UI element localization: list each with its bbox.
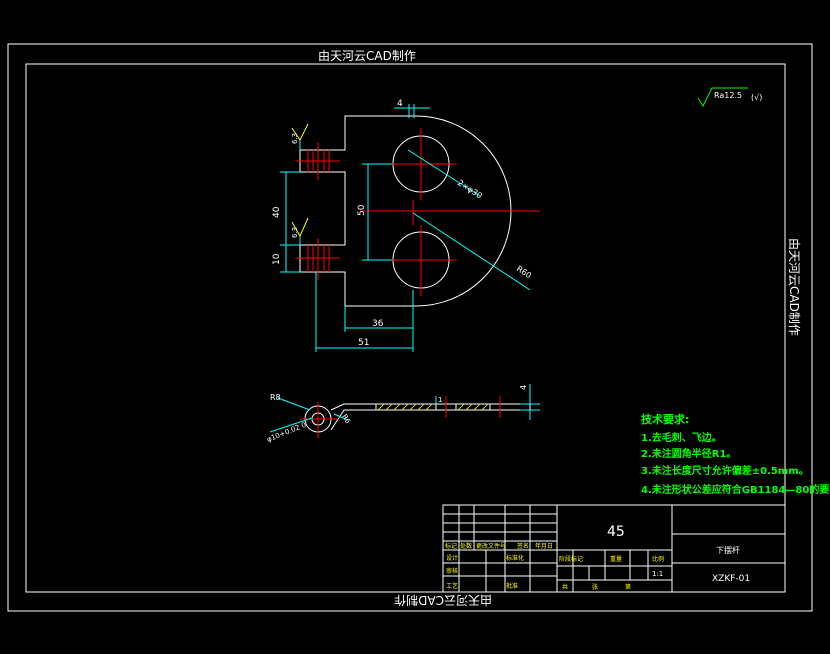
dim-section-dia: φ10+0.02 0 xyxy=(266,421,308,444)
tb-part-name: 下摆杆 xyxy=(716,545,740,555)
main-view: 4 6.3 40 6.3 10 50 2×φ30 R60 36 51 xyxy=(272,99,540,352)
tb-label-pizhun: 批准 xyxy=(506,582,518,590)
part-outline xyxy=(299,115,512,307)
roughness-value: Ra12.5 xyxy=(714,91,742,100)
dim-top-width: 4 xyxy=(397,99,403,109)
tech-requirements-title: 技术要求: xyxy=(641,412,689,426)
section-view: R8 φ10+0.02 0 R6 4 1 xyxy=(266,384,540,444)
tb-label-gengai: 更改文件号 xyxy=(476,542,506,550)
tb-label-zhongliang: 重量 xyxy=(610,555,622,563)
dim-width-51: 51 xyxy=(358,338,369,348)
dim-hole-spacing: 50 xyxy=(357,204,367,216)
dim-rough-upper: 6.3 xyxy=(291,133,299,144)
tb-label-gongyi: 工艺 xyxy=(446,582,458,590)
tb-label-di: 第 xyxy=(625,583,631,591)
tb-scale-value: 1:1 xyxy=(652,570,663,578)
tech-item-1: 1.去毛刺、飞边。 xyxy=(641,431,722,444)
watermark-right: 由天河云CAD制作 xyxy=(787,238,801,336)
tech-item-4: 4.未注形状公差应符合GB1184—80的要求。 xyxy=(641,483,830,496)
tb-label-bili: 比例 xyxy=(652,555,664,563)
tb-drawing-no: XZKF-01 xyxy=(712,574,750,584)
tech-item-2: 2.未注圆角半径R1。 xyxy=(641,447,736,460)
title-block: 标记 处数 更改文件号 签名 年月日 设计 标准化 审核 工艺 批准 阶段标记 … xyxy=(442,504,786,593)
watermark-top: 由天河云CAD制作 xyxy=(318,49,416,63)
dim-section-r8: R8 xyxy=(270,393,281,402)
tb-label-qianming: 签名 xyxy=(517,542,529,550)
tb-label-chushu: 处数 xyxy=(460,542,472,550)
tb-label-zhang: 张 xyxy=(592,583,598,591)
dim-section-mark: 1 xyxy=(438,396,442,404)
tb-label-gong: 共 xyxy=(562,583,568,591)
dim-thickness: 4 xyxy=(519,385,528,390)
watermark-bottom: 由天河云CAD制作 xyxy=(394,593,492,607)
dim-rough-lower: 6.3 xyxy=(291,227,299,238)
tech-item-3: 3.未注长度尺寸允许偏差±0.5mm。 xyxy=(641,464,809,477)
roughness-other: (√) xyxy=(751,93,762,102)
dim-section-r6: R6 xyxy=(340,413,352,426)
tb-material: 45 xyxy=(607,524,625,540)
tb-label-biaoji: 标记 xyxy=(445,542,457,550)
dim-hole-diameter: 2×φ30 xyxy=(456,178,484,200)
roughness-symbol: Ra12.5 (√) xyxy=(697,87,762,108)
tb-label-riqi: 年月日 xyxy=(535,542,553,550)
dim-left-height: 40 xyxy=(272,206,282,218)
inner-frame xyxy=(25,63,786,593)
dim-width-36: 36 xyxy=(372,319,384,329)
tb-label-shenhe: 审核 xyxy=(446,567,458,575)
outer-frame xyxy=(7,43,813,612)
tb-label-sheji: 设计 xyxy=(446,554,458,562)
tb-label-biaozhunhua: 标准化 xyxy=(506,554,524,562)
dim-arc-radius: R60 xyxy=(515,264,533,280)
dim-left-bottom: 10 xyxy=(272,253,282,265)
tech-requirements: 技术要求: 1.去毛刺、飞边。 2.未注圆角半径R1。 3.未注长度尺寸允许偏差… xyxy=(641,412,830,496)
tb-label-jieduan: 阶段标记 xyxy=(559,555,583,563)
